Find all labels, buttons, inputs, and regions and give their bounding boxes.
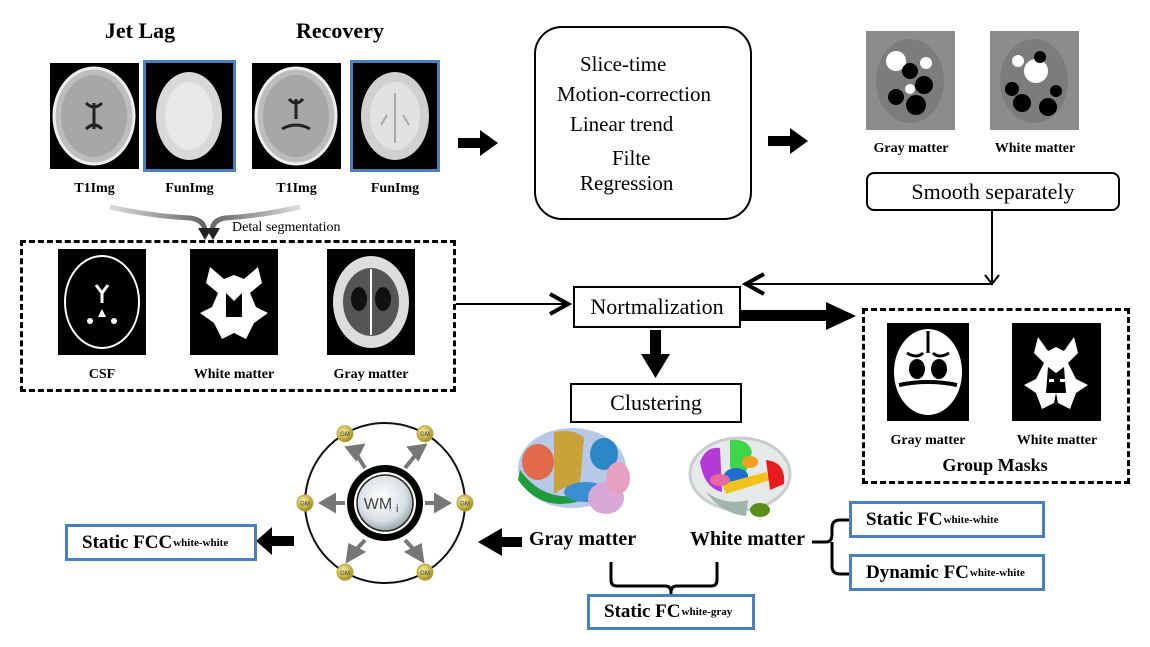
clustered-white-matter-label: White matter xyxy=(690,528,805,550)
jet-lag-title: Jet Lag xyxy=(104,18,176,43)
static-fc-wg-sub: white-gray xyxy=(681,606,733,618)
recovery-t1-image xyxy=(252,63,341,169)
arrow-to-preprocessing xyxy=(458,130,498,156)
step-slice-time: Slice-time xyxy=(580,52,667,76)
static-fc-ww-sub: white-white xyxy=(943,513,999,526)
gm-node xyxy=(456,494,474,512)
step-motion-correction: Motion-correction xyxy=(557,82,711,106)
group-masks-group xyxy=(862,308,1130,484)
jetlag-t1-image xyxy=(50,63,139,169)
hub-diagram: WM i GM GM GM GM GM GM xyxy=(296,422,474,584)
recovery-title: Recovery xyxy=(296,18,384,43)
jetlag-fun-label: FunImg xyxy=(165,181,214,196)
dynamic-fc-main: Dynamic FC xyxy=(866,561,969,583)
gm-node-label: GM xyxy=(420,432,430,438)
smooth-separately-box: Smooth separately xyxy=(866,172,1120,211)
white-matter-parcellation-brain xyxy=(686,432,794,524)
segmentation-group xyxy=(20,240,456,392)
gm-node-label: GM xyxy=(460,502,470,508)
arrow-smooth-to-normalization xyxy=(746,210,993,284)
segmentation-white-matter-label: White matter xyxy=(193,367,275,382)
static-fcc-main: Static FCC xyxy=(82,531,173,553)
group-mask-gray-matter-label: Gray matter xyxy=(890,433,966,448)
smoothed-white-matter-label: White matter xyxy=(994,141,1076,156)
merge-curve-right xyxy=(209,204,301,233)
recovery-t1-label: T1Img xyxy=(276,181,317,196)
hub-center xyxy=(356,474,414,532)
gm-node-label: GM xyxy=(340,432,350,438)
preprocessing-box xyxy=(534,26,752,220)
step-linear-trend: Linear trend xyxy=(570,112,674,136)
hub-gm-nodes: GM GM GM GM GM GM xyxy=(296,425,474,581)
gm-node xyxy=(416,425,434,443)
merge-arrowhead-right xyxy=(206,228,220,240)
smoothed-white-matter-image xyxy=(990,31,1079,130)
static-fc-ww-main: Static FC xyxy=(866,508,943,530)
segmentation-gray-matter-image xyxy=(327,249,415,355)
hub-spokes xyxy=(318,443,452,564)
group-masks-title: Group Masks xyxy=(942,455,1048,475)
csf-image xyxy=(58,249,146,355)
clustered-gray-matter-label: Gray matter xyxy=(529,528,637,550)
dynamic-fc-white-white-box: Dynamic FC white-white xyxy=(849,554,1045,591)
step-filter: Filte xyxy=(612,146,651,170)
static-fcc-sub: white-white xyxy=(173,536,229,549)
hub-center-sub: i xyxy=(396,503,398,515)
gm-node xyxy=(296,494,314,512)
segmentation-label: Detal segmentation xyxy=(232,220,341,235)
arrow-to-smoothing xyxy=(768,128,808,154)
hub-center-label: WM xyxy=(364,496,392,513)
arrow-to-clustering xyxy=(641,330,670,378)
gray-matter-parcellation-brain xyxy=(514,424,634,522)
segmentation-white-matter-image xyxy=(190,249,278,355)
arrow-to-group-masks xyxy=(740,302,856,330)
dynamic-fc-sub: white-white xyxy=(969,566,1025,579)
jetlag-fun-image xyxy=(143,60,236,172)
smoothed-gray-matter-label: Gray matter xyxy=(873,141,949,156)
gm-node xyxy=(336,425,354,443)
group-mask-white-matter-label: White matter xyxy=(1016,433,1098,448)
arrow-to-hub xyxy=(478,528,522,556)
group-mask-white-matter-image xyxy=(1012,323,1101,421)
gm-node xyxy=(336,563,354,581)
csf-label: CSF xyxy=(88,367,116,382)
gm-node-label: GM xyxy=(420,571,430,577)
recovery-fun-image xyxy=(350,60,440,172)
segmentation-gray-matter-label: Gray matter xyxy=(333,367,409,382)
arrow-to-fcc xyxy=(256,527,294,555)
gm-node-label: GM xyxy=(340,571,350,577)
clustering-box: Clustering xyxy=(570,383,742,423)
step-regression: Regression xyxy=(580,171,674,195)
jetlag-t1-label: T1Img xyxy=(74,181,115,196)
smoothed-gray-matter-image xyxy=(866,31,955,130)
static-fc-wg-main: Static FC xyxy=(604,601,681,622)
normalization-box: Nortmalization xyxy=(573,286,741,328)
gm-node-label: GM xyxy=(300,502,310,508)
merge-curve-left xyxy=(109,204,208,233)
group-mask-gray-matter-image xyxy=(887,323,969,421)
brace-white-white xyxy=(812,518,850,576)
arrow-smooth-down-head xyxy=(984,274,1000,286)
bracket-white-gray xyxy=(609,562,719,596)
recovery-fun-label: FunImg xyxy=(370,181,420,196)
gm-node xyxy=(416,563,434,581)
